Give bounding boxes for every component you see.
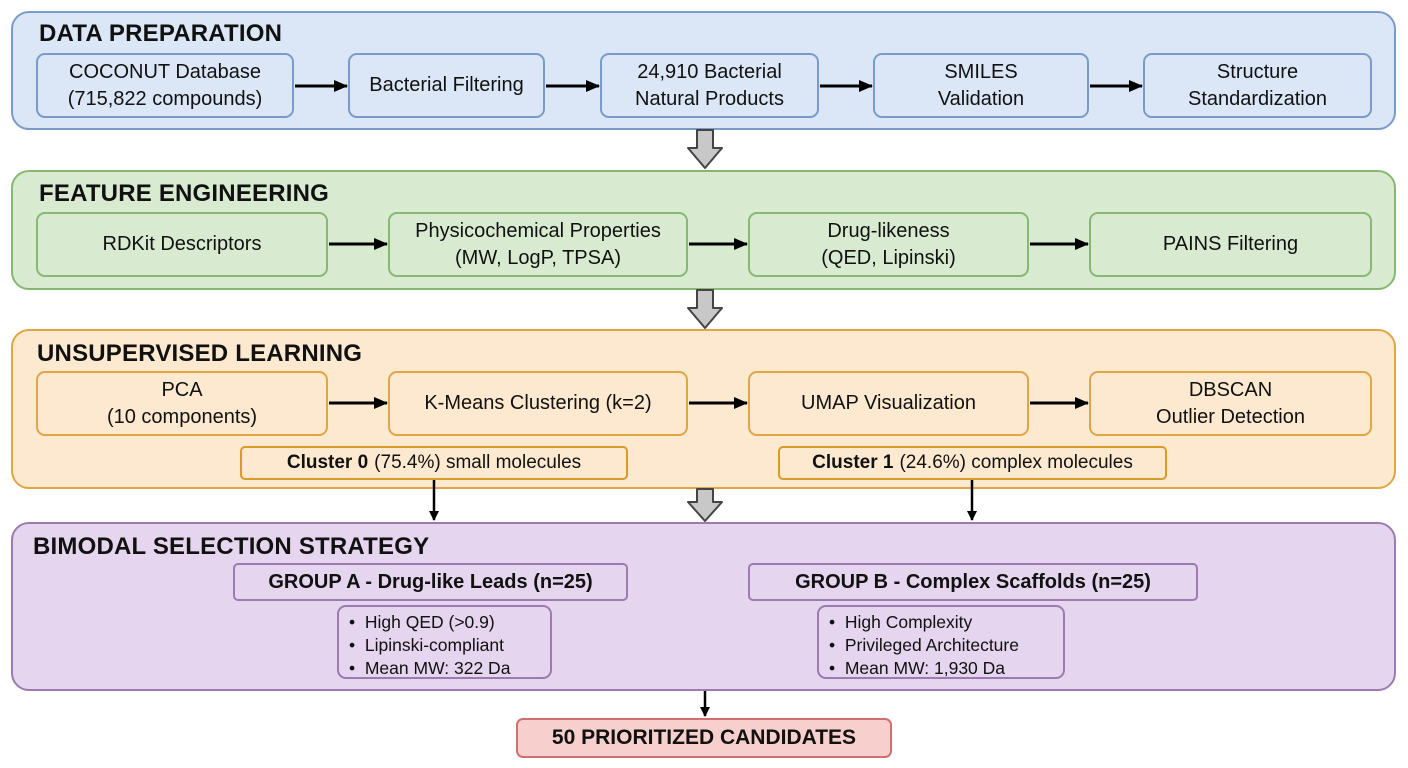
- section-down-arrow: [687, 129, 723, 169]
- step-bacterial-natural-products: 24,910 Bacterial Natural Products: [600, 53, 819, 118]
- step-sublabel: Outlier Detection: [1156, 405, 1305, 428]
- step-drug-likeness: Drug-likeness (QED, Lipinski): [748, 212, 1029, 277]
- section-title: DATA PREPARATION: [39, 20, 283, 47]
- step-sublabel: (QED, Lipinski): [821, 246, 956, 269]
- group-b-title: GROUP B - Complex Scaffolds (n=25): [748, 563, 1198, 601]
- cluster-detail: (24.6%) complex molecules: [899, 452, 1133, 473]
- step-sublabel: (715,822 compounds): [67, 87, 263, 110]
- step-bacterial-filtering: Bacterial Filtering: [348, 53, 545, 118]
- step-rdkit-descriptors: RDKit Descriptors: [36, 212, 328, 277]
- step-label: DBSCAN: [1188, 378, 1273, 401]
- step-structure-standardization: Structure Standardization: [1143, 53, 1372, 118]
- bimodal-selection-section: BIMODAL SELECTION STRATEGY: [11, 522, 1396, 691]
- bullet-item: Lipinski-compliant: [349, 634, 540, 657]
- step-kmeans-clustering: K-Means Clustering (k=2): [388, 371, 688, 436]
- step-umap-visualization: UMAP Visualization: [748, 371, 1029, 436]
- step-coconut-database: COCONUT Database (715,822 compounds): [36, 53, 294, 118]
- step-label: PAINS Filtering: [1162, 233, 1299, 255]
- step-label: Drug-likeness: [827, 219, 950, 242]
- step-label: UMAP Visualization: [801, 392, 976, 414]
- step-label: 24,910 Bacterial: [637, 60, 782, 83]
- step-label: RDKit Descriptors: [102, 233, 262, 255]
- bullet-item: Mean MW: 1,930 Da: [829, 657, 1053, 680]
- cluster-name: Cluster 1: [812, 452, 894, 473]
- step-sublabel: Natural Products: [635, 87, 784, 110]
- step-label: Physicochemical Properties: [415, 219, 661, 242]
- section-title: UNSUPERVISED LEARNING: [37, 340, 363, 367]
- step-pains-filtering: PAINS Filtering: [1089, 212, 1372, 277]
- final-output-box: 50 PRIORITIZED CANDIDATES: [516, 718, 892, 758]
- bullet-item: High Complexity: [829, 611, 1053, 634]
- step-physicochemical-properties: Physicochemical Properties (MW, LogP, TP…: [388, 212, 688, 277]
- section-down-arrow: [687, 289, 723, 329]
- step-label: COCONUT Database: [69, 60, 261, 83]
- step-sublabel: Standardization: [1188, 87, 1327, 110]
- cluster-detail: (75.4%) small molecules: [374, 452, 582, 473]
- step-label: Structure: [1216, 60, 1299, 83]
- group-b-criteria: High Complexity Privileged Architecture …: [817, 605, 1065, 679]
- step-sublabel: (10 components): [106, 405, 258, 428]
- step-label: SMILES: [944, 60, 1018, 83]
- cluster-0-label: Cluster 0 (75.4%) small molecules: [240, 446, 628, 480]
- step-sublabel: (MW, LogP, TPSA): [455, 246, 621, 269]
- step-smiles-validation: SMILES Validation: [873, 53, 1089, 118]
- step-dbscan: DBSCAN Outlier Detection: [1089, 371, 1372, 436]
- section-title: BIMODAL SELECTION STRATEGY: [33, 533, 430, 560]
- bullet-item: High QED (>0.9): [349, 611, 540, 634]
- section-down-arrow: [687, 488, 723, 522]
- cluster-name: Cluster 0: [286, 452, 369, 473]
- step-pca: PCA (10 components): [36, 371, 328, 436]
- group-a-criteria: High QED (>0.9) Lipinski-compliant Mean …: [337, 605, 552, 679]
- step-label: PCA: [161, 378, 203, 401]
- cluster-1-label: Cluster 1 (24.6%) complex molecules: [778, 446, 1167, 480]
- section-title: FEATURE ENGINEERING: [39, 180, 330, 207]
- bullet-item: Privileged Architecture: [829, 634, 1053, 657]
- group-a-title: GROUP A - Drug-like Leads (n=25): [233, 563, 628, 601]
- step-label: K-Means Clustering (k=2): [424, 392, 652, 414]
- step-sublabel: Validation: [937, 87, 1025, 110]
- bullet-item: Mean MW: 322 Da: [349, 657, 540, 680]
- step-label: Bacterial Filtering: [369, 74, 524, 96]
